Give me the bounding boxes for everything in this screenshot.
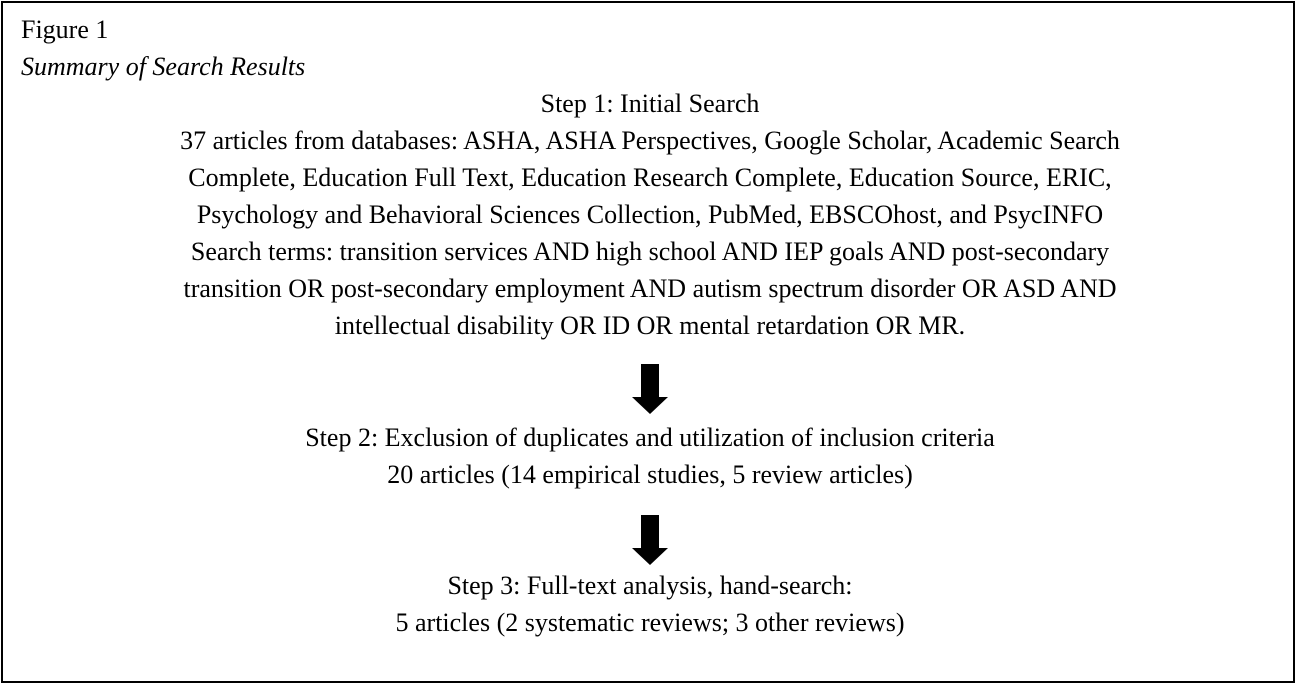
figure-title: Summary of Search Results	[21, 52, 306, 81]
step-3-box: Step 3: Full-text analysis, hand-search:…	[0, 567, 1300, 641]
down-arrow-icon	[632, 515, 668, 565]
step-1-text: Psychology and Behavioral Sciences Colle…	[196, 200, 1104, 229]
step-1-heading: Step 1: Initial Search	[540, 89, 760, 118]
figure-label: Figure 1	[21, 15, 109, 44]
step-1-box: Step 1: Initial Search 37 articles from …	[0, 85, 1300, 344]
step-2-heading: Step 2: Exclusion of duplicates and util…	[305, 423, 995, 452]
step-1-text: transition OR post-secondary employment …	[183, 274, 1117, 303]
step-1-text: 37 articles from databases: ASHA, ASHA P…	[180, 126, 1120, 155]
down-arrow-icon	[632, 364, 668, 414]
step-2-box: Step 2: Exclusion of duplicates and util…	[0, 419, 1300, 493]
step-3-heading: Step 3: Full-text analysis, hand-search:	[447, 571, 853, 600]
step-1-text: intellectual disability OR ID OR mental …	[334, 311, 966, 340]
step-1-text: Search terms: transition services AND hi…	[190, 237, 1110, 266]
step-1-text: Complete, Education Full Text, Education…	[188, 163, 1112, 192]
step-2-text: 20 articles (14 empirical studies, 5 rev…	[387, 460, 913, 489]
step-3-text: 5 articles (2 systematic reviews; 3 othe…	[395, 608, 905, 637]
